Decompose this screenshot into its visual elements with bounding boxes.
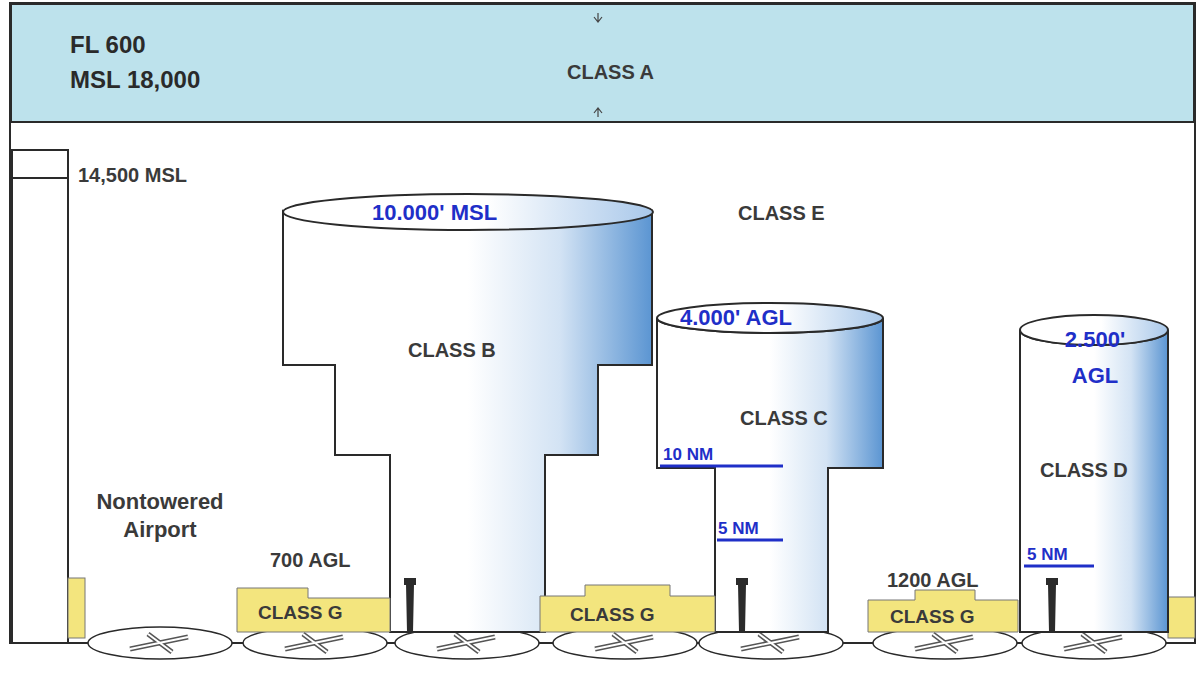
airspace-outline [283, 194, 653, 230]
altitude-label: 700 AGL [270, 548, 350, 572]
airspace-label: FL 600 [70, 30, 146, 60]
airspace-label: 5 NM [1027, 545, 1068, 564]
class-c-airspace: 4.000' AGL CLASS C 10 NM 5 NM [650, 300, 890, 632]
airspace-label: MSL 18,000 [70, 65, 200, 95]
altitude-label: 1200 AGL [887, 568, 979, 592]
airspace-label: CLASS C [740, 406, 828, 430]
runway [915, 634, 973, 652]
runway [741, 634, 799, 652]
runway [1064, 634, 1122, 652]
runway [285, 634, 343, 652]
airspace-label: 2.500' AGL [1050, 322, 1140, 394]
class-e-region: CLASS E 10.000' MSL CLASS B 4.000' AGL CLASS… [10, 123, 1195, 643]
runway [437, 634, 495, 652]
airspace-outline [1046, 578, 1058, 632]
altitude-bar [12, 150, 68, 643]
runway [741, 634, 799, 652]
airspace-label: CLASS E [738, 201, 825, 225]
airspace-label: CLASS G [570, 604, 654, 626]
airspace-label: 4.000' AGL [680, 305, 792, 331]
airspace-shape [650, 300, 890, 632]
airport-ellipse [88, 627, 232, 659]
airspace-outline [657, 303, 883, 333]
airspace-outline [657, 318, 883, 632]
airspace-outline [736, 578, 748, 632]
runway [285, 634, 343, 652]
altitude-bar-mark [12, 177, 68, 179]
airspace-frame [10, 3, 1195, 643]
class-g-airspace: CLASS G [868, 590, 1018, 632]
runway [595, 634, 653, 652]
airspace-label: CLASS D [1040, 458, 1128, 482]
airspace-label: CLASS A [567, 60, 654, 84]
airport-label: Nontowered Airport [80, 488, 240, 544]
class-g-strip [68, 578, 85, 638]
runway [130, 634, 188, 652]
class-b-airspace: 10.000' MSL CLASS B [275, 190, 660, 632]
class-g-airspace: CLASS G [237, 588, 390, 632]
airspace-outline [283, 212, 652, 632]
airspace-outline [404, 578, 416, 632]
airspace-label: 10.000' MSL [372, 200, 497, 226]
class-a-band: FL 600MSL 18,000 CLASS A [10, 3, 1195, 123]
runway [437, 634, 495, 652]
runway [915, 634, 973, 652]
airspace-label: CLASS B [408, 338, 496, 362]
runway [1064, 634, 1122, 652]
airspace-label: CLASS G [890, 606, 974, 628]
airspace-outline [1024, 565, 1094, 568]
class-d-airspace: 2.500' AGL CLASS D 5 NM [1015, 312, 1175, 632]
class-g-airspace: CLASS G [540, 585, 715, 632]
airspace-label: 5 NM [718, 519, 759, 538]
altitude-label: 14,500 MSL [78, 163, 187, 187]
runway [595, 634, 653, 652]
airspace-shape [275, 190, 660, 632]
runway [130, 634, 188, 652]
airspace-outline [237, 588, 390, 632]
airspace-outline [540, 585, 715, 632]
airspace-outline [868, 590, 1018, 632]
class-g-strip [1168, 597, 1195, 638]
airspace-label: CLASS G [258, 602, 342, 624]
airspace-label: 10 NM [663, 445, 713, 464]
airspace-outline [660, 466, 783, 540]
